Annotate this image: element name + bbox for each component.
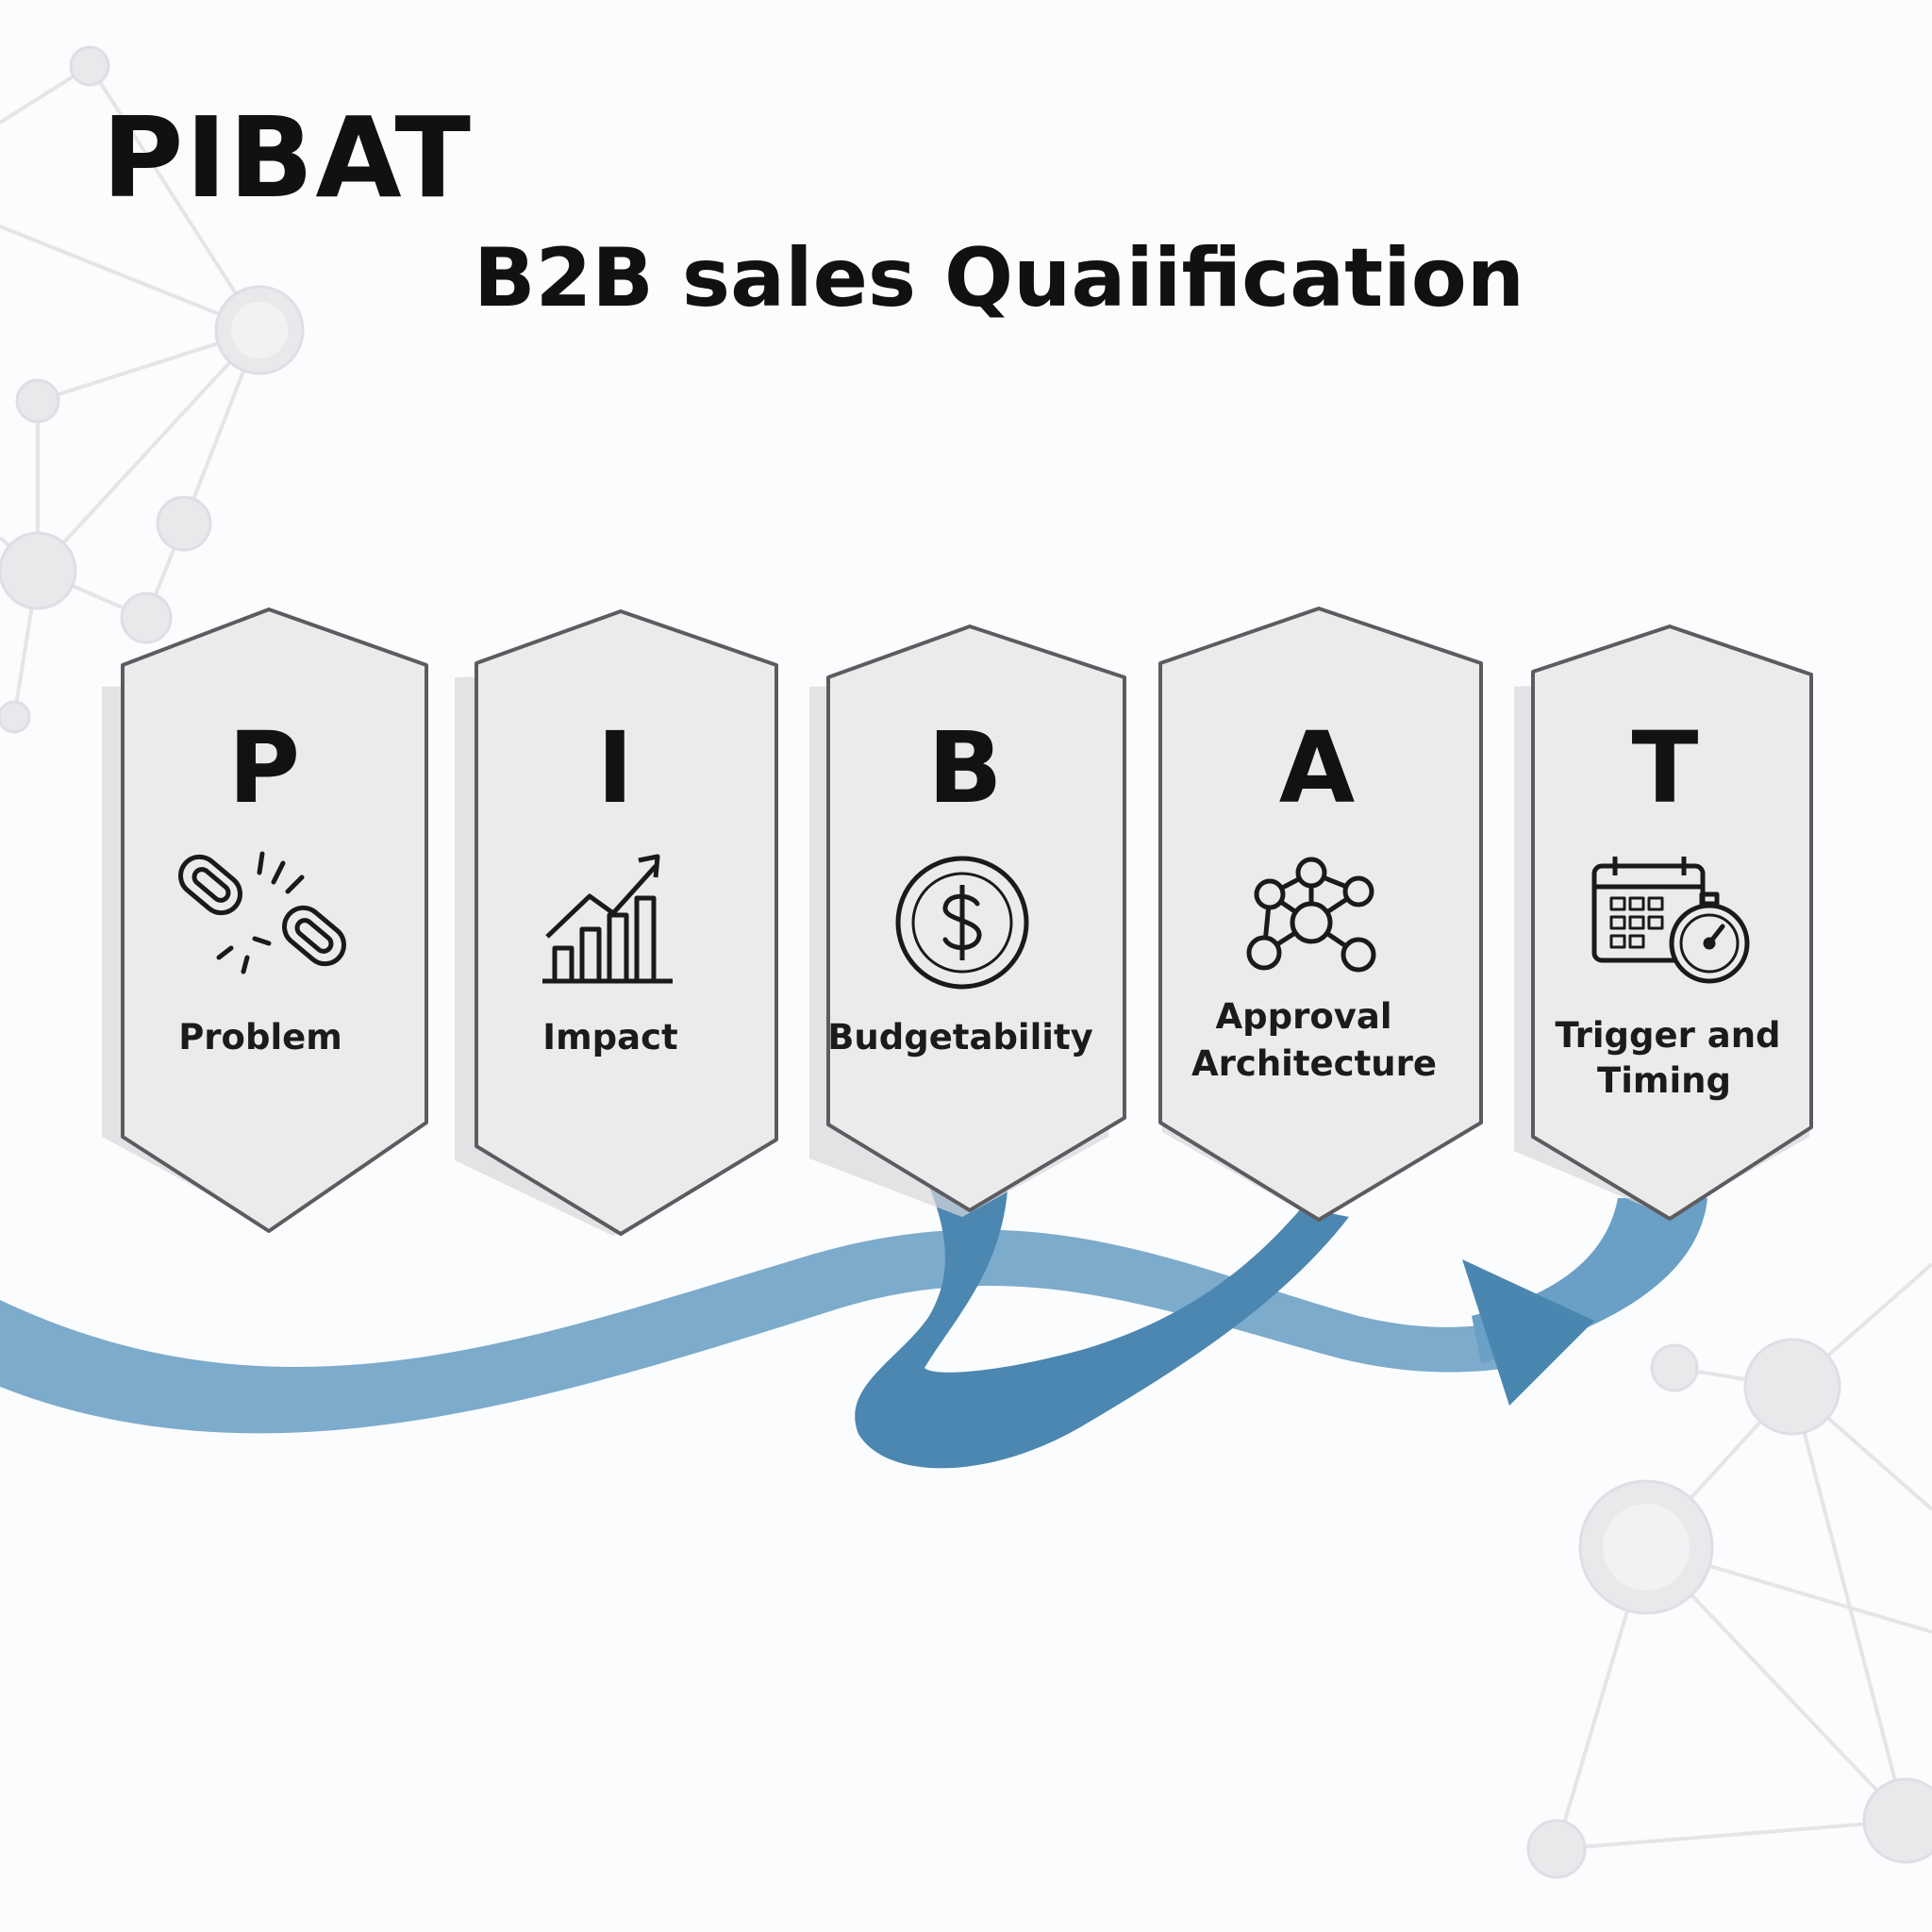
step-card-p: P Problem: [102, 608, 428, 1233]
card-shape: [121, 608, 428, 1233]
step-card-b: B Budgetability: [809, 625, 1126, 1217]
dollar-coin-icon: [895, 856, 1029, 990]
calendar-stopwatch-icon: [1591, 857, 1750, 984]
step-label-line1: Approval: [1215, 996, 1391, 1037]
card-shape: [1531, 625, 1813, 1221]
ribbon-main: [0, 1229, 1509, 1434]
step-card-i: I Impact: [455, 609, 778, 1236]
arrow-head: [1462, 1259, 1594, 1406]
network-nodes-icon: [1246, 857, 1376, 973]
step-letter: A: [1279, 710, 1356, 825]
step-card-a: A Approval Architecture: [1158, 607, 1483, 1222]
step-label: Budgetability: [827, 1017, 1093, 1058]
step-letter: T: [1632, 710, 1699, 825]
step-label-line2: Timing: [1597, 1060, 1731, 1101]
page-subtitle: B2B sales Quaiification: [474, 231, 1525, 325]
step-label: Impact: [542, 1017, 677, 1058]
page-title: PIBAT: [102, 92, 473, 223]
step-card-t: T: [1514, 625, 1813, 1221]
rising-bar-chart-icon: [542, 854, 673, 984]
card-shape: [826, 625, 1126, 1212]
step-label: Problem: [178, 1017, 342, 1058]
step-letter: P: [228, 710, 300, 825]
step-letter: B: [927, 710, 1002, 825]
step-label-line2: Architecture: [1191, 1043, 1437, 1084]
ribbon-loop: [855, 1187, 1349, 1469]
step-label-line1: Trigger and: [1555, 1015, 1780, 1056]
step-letter: I: [597, 710, 634, 825]
broken-chain-icon: [178, 851, 346, 974]
